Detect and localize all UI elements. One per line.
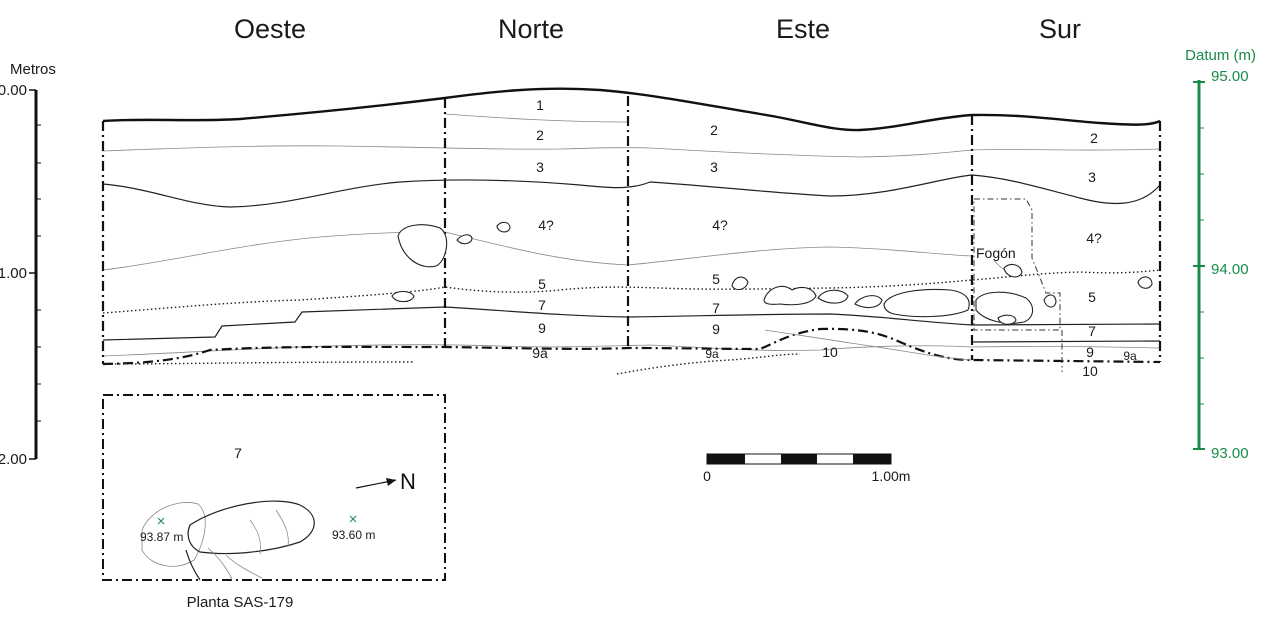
rock [763, 285, 817, 306]
layer-label: 2 [536, 127, 544, 143]
wall-title-oeste: Oeste [234, 14, 306, 44]
layer-label: 9 [538, 320, 546, 336]
rock [496, 221, 511, 233]
datum-tick-label: 94.00 [1211, 261, 1249, 278]
layer-boundary [444, 113, 629, 123]
plan-rock-outline [141, 502, 206, 567]
depth-tick-label: 1.00 [0, 265, 27, 282]
layer-label: 7 [538, 297, 546, 313]
layer-boundary [971, 340, 1161, 343]
layer-label: 2 [710, 122, 718, 138]
datum-axis-label: Datum (m) [1185, 47, 1256, 64]
layer-labels-este: 2 3 4? 5 7 9 9a 10 [705, 122, 838, 361]
layer-label: 9a [705, 347, 719, 361]
layer-label: 9a [532, 345, 548, 361]
layer-label: 3 [1088, 169, 1096, 185]
rock [1137, 276, 1153, 289]
layer-label: 5 [538, 276, 546, 292]
scale-bar-start: 0 [703, 468, 711, 484]
surface-line [102, 87, 1161, 132]
stratigraphy [101, 87, 1162, 375]
layer-label: 10 [822, 344, 838, 360]
depth-axis-label: Metros [10, 61, 56, 78]
rock [1043, 294, 1057, 308]
rock [731, 276, 749, 291]
layer-label: 3 [710, 159, 718, 175]
rock [883, 289, 970, 318]
plan-rock-outline [249, 519, 261, 555]
datum-tick-label: 93.00 [1211, 445, 1249, 462]
rock [397, 224, 448, 268]
plan-view: 7 93.87 m 93.60 m N Planta SAS-179 [102, 394, 446, 611]
layer-labels-norte: 1 2 3 4? 5 7 9 9a [532, 97, 554, 361]
plan-layer-label: 7 [234, 445, 242, 461]
plan-caption: Planta SAS-179 [187, 594, 294, 611]
rock [997, 314, 1017, 325]
rock [975, 291, 1034, 324]
datum-tick-label: 95.00 [1211, 68, 1249, 85]
layer-label: 2 [1090, 130, 1098, 146]
layer-label: 9 [1086, 344, 1094, 360]
layer-label: 7 [712, 300, 720, 316]
layer-labels-sur: 2 3 4? 5 7 9 9a 10 [1082, 130, 1137, 379]
scale-bar-segment [853, 454, 891, 464]
lower-trace [764, 329, 973, 361]
layer-boundary [102, 174, 1161, 208]
rock [456, 234, 473, 245]
wall-title-norte: Norte [498, 14, 564, 44]
layer-label: 4? [538, 217, 554, 233]
layer-boundary [102, 306, 1161, 341]
north-arrow-icon [386, 478, 396, 486]
layer-label: 5 [712, 271, 720, 287]
layer-label: 1 [536, 97, 544, 113]
fogon-leader [993, 260, 1005, 271]
layer-boundary [102, 145, 1161, 158]
layer-label: 5 [1088, 289, 1096, 305]
depth-tick-label: 2.00 [0, 451, 27, 468]
depth-axis: Metros 0.00 1.00 2.00 [0, 61, 56, 468]
wall-title-sur: Sur [1039, 14, 1081, 44]
excavation-base [102, 327, 1161, 366]
layer-label: 7 [1088, 323, 1096, 339]
elevation-marker [349, 515, 357, 523]
plan-elevation: 93.60 m [332, 528, 375, 542]
plan-rock-outline [225, 554, 263, 579]
fogon-label: Fogón [976, 245, 1016, 261]
elevation-marker [157, 517, 165, 525]
layer-label: 9a [1123, 349, 1137, 363]
layer-label: 10 [1082, 363, 1098, 379]
layer-boundary [102, 344, 1161, 357]
scale-bar-segment [707, 454, 745, 464]
scale-bar-end: 1.00m [872, 468, 911, 484]
north-label: N [400, 469, 416, 494]
plan-rock-outline [187, 500, 315, 555]
rock [817, 289, 849, 304]
scale-bar: 0 1.00m [703, 453, 911, 484]
depth-tick-label: 0.00 [0, 82, 27, 99]
plan-elevation: 93.87 m [140, 530, 183, 544]
scale-bar-segment [781, 454, 817, 464]
rock [1003, 263, 1023, 278]
plan-frame [102, 394, 446, 581]
layer-label: 9 [712, 321, 720, 337]
plan-rock-outline [207, 547, 233, 581]
rock [854, 295, 883, 309]
rock [391, 290, 415, 303]
lower-trace [616, 353, 801, 375]
datum-axis: Datum (m) 95.00 94.00 93.00 [1185, 47, 1256, 462]
wall-title-este: Este [776, 14, 830, 44]
plan-rock-outline [275, 509, 289, 547]
plan-rock-outline [185, 549, 201, 581]
layer-label: 4? [712, 217, 728, 233]
fogon-outline [973, 198, 1061, 331]
layer-boundary [102, 231, 973, 271]
layer-label: 4? [1086, 230, 1102, 246]
layer-label: 3 [536, 159, 544, 175]
